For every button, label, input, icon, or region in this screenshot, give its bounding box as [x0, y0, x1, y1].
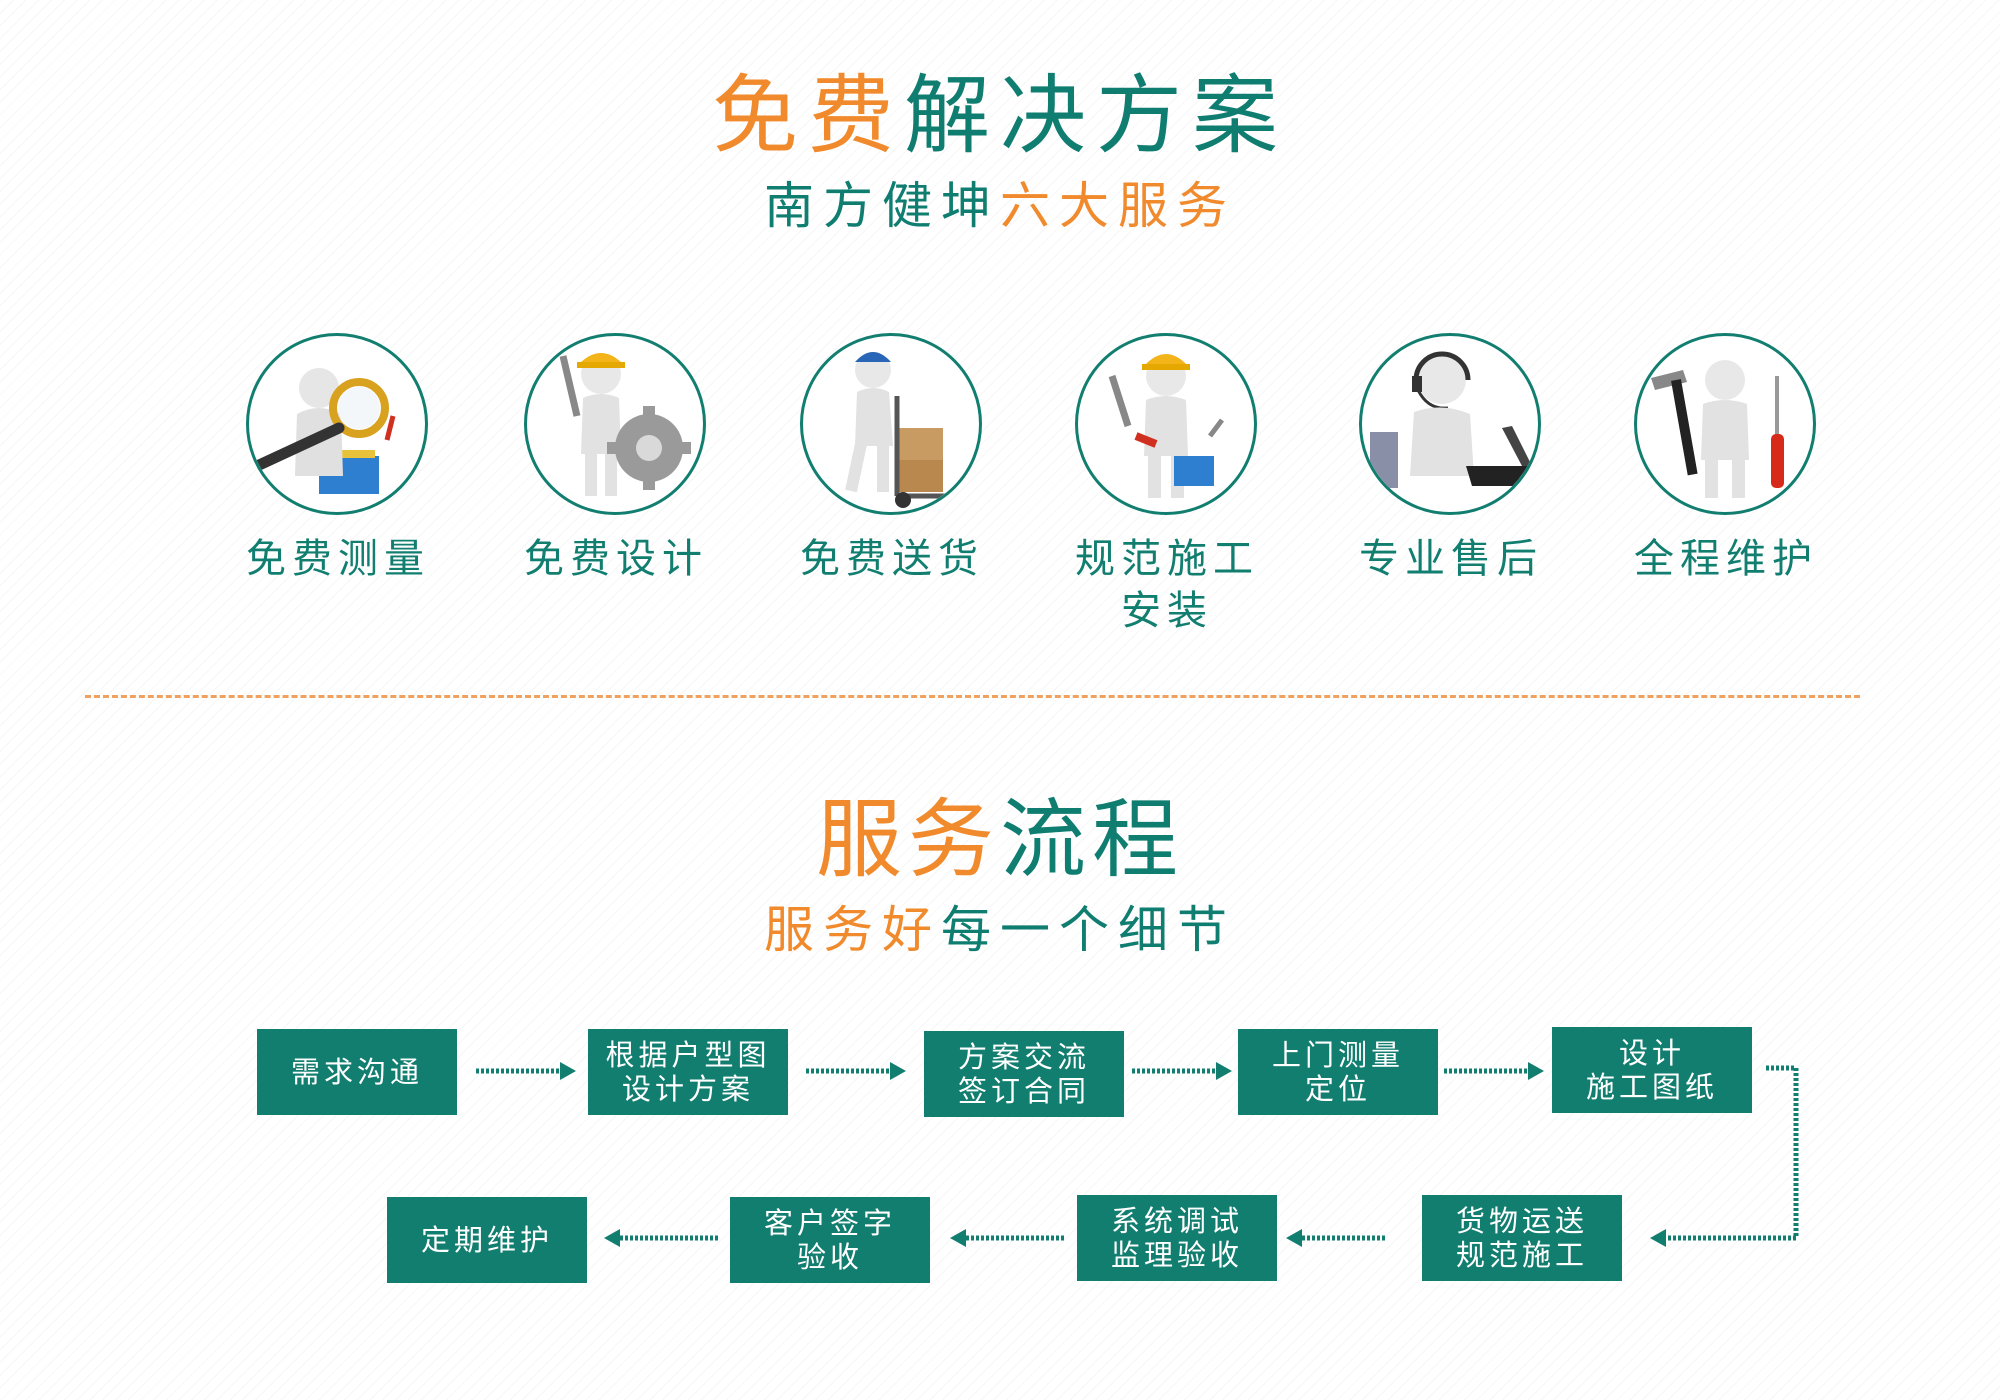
step-line1: 上门测量 [1271, 1038, 1404, 1072]
service-label: 全程维护 [1634, 536, 1818, 582]
service-label: 规范施工 [1075, 536, 1259, 582]
service-label: 免费测量 [246, 536, 430, 582]
process-subtitle: 服务好每一个细节 [0, 900, 2000, 960]
service-label: 免费设计 [524, 536, 708, 582]
step-line2: 定位 [1304, 1072, 1371, 1106]
title-highlight: 免费 [712, 66, 904, 166]
process-step-3: 方案交流 签订合同 [924, 1031, 1124, 1117]
gear-wrench-figure-icon [524, 333, 706, 515]
process-title-main: 流程 [1000, 790, 1184, 890]
subtitle-main: 南方健坤 [764, 177, 1000, 235]
step-line1: 方案交流 [957, 1040, 1090, 1074]
step-line2: 施工图纸 [1585, 1070, 1718, 1104]
process-step-7: 系统调试 监理验收 [1077, 1195, 1277, 1281]
process-step-4: 上门测量 定位 [1238, 1029, 1438, 1115]
service-label: 专业售后 [1359, 536, 1543, 582]
section-title: 免费解决方案 [0, 66, 2000, 166]
step-line1: 系统调试 [1110, 1204, 1243, 1238]
service-label: 免费送货 [800, 536, 984, 582]
arrow-left-icon [604, 1229, 720, 1247]
step-line2: 规范施工 [1455, 1238, 1588, 1272]
step-line2: 监理验收 [1110, 1238, 1243, 1272]
hand-truck-figure-icon [800, 333, 982, 515]
arrow-right-icon [1132, 1062, 1232, 1080]
process-step-8: 客户签字 验收 [730, 1197, 930, 1283]
process-step-5: 设计 施工图纸 [1552, 1027, 1752, 1113]
subtitle-highlight: 六大服务 [1000, 177, 1236, 235]
service-label-line2: 安装 [1121, 588, 1213, 634]
arrow-right-icon [1444, 1062, 1544, 1080]
process-step-6: 货物运送 规范施工 [1422, 1195, 1622, 1281]
step-line2: 签订合同 [957, 1074, 1090, 1108]
section-subtitle: 南方健坤六大服务 [0, 176, 2000, 236]
step-line2: 验收 [796, 1240, 863, 1274]
headset-laptop-figure-icon [1359, 333, 1541, 515]
step-line1: 设计 [1618, 1036, 1685, 1070]
step-line1: 定期维护 [420, 1223, 553, 1257]
arrow-connector-icon [1650, 1065, 1799, 1247]
step-line1: 需求沟通 [290, 1055, 423, 1089]
arrow-left-icon [1286, 1229, 1386, 1247]
arrow-right-icon [806, 1062, 906, 1080]
title-main: 解决方案 [904, 66, 1288, 166]
toolbox-hardhat-figure-icon [1075, 333, 1257, 515]
magnifier-toolbox-figure-icon [246, 333, 428, 515]
step-line1: 客户签字 [763, 1206, 896, 1240]
process-subtitle-highlight: 服务好 [764, 901, 941, 959]
process-step-2: 根据户型图 设计方案 [588, 1029, 788, 1115]
process-step-1: 需求沟通 [257, 1029, 457, 1115]
step-line1: 根据户型图 [605, 1038, 771, 1072]
process-subtitle-main: 每一个细节 [941, 901, 1236, 959]
arrow-left-icon [950, 1229, 1066, 1247]
process-title: 服务流程 [0, 790, 2000, 890]
arrow-right-icon [476, 1062, 576, 1080]
hammer-screwdriver-figure-icon [1634, 333, 1816, 515]
step-line2: 设计方案 [621, 1072, 754, 1106]
step-line1: 货物运送 [1455, 1204, 1588, 1238]
process-title-highlight: 服务 [816, 790, 1000, 890]
dashed-divider [85, 695, 1860, 698]
process-step-9: 定期维护 [387, 1197, 587, 1283]
